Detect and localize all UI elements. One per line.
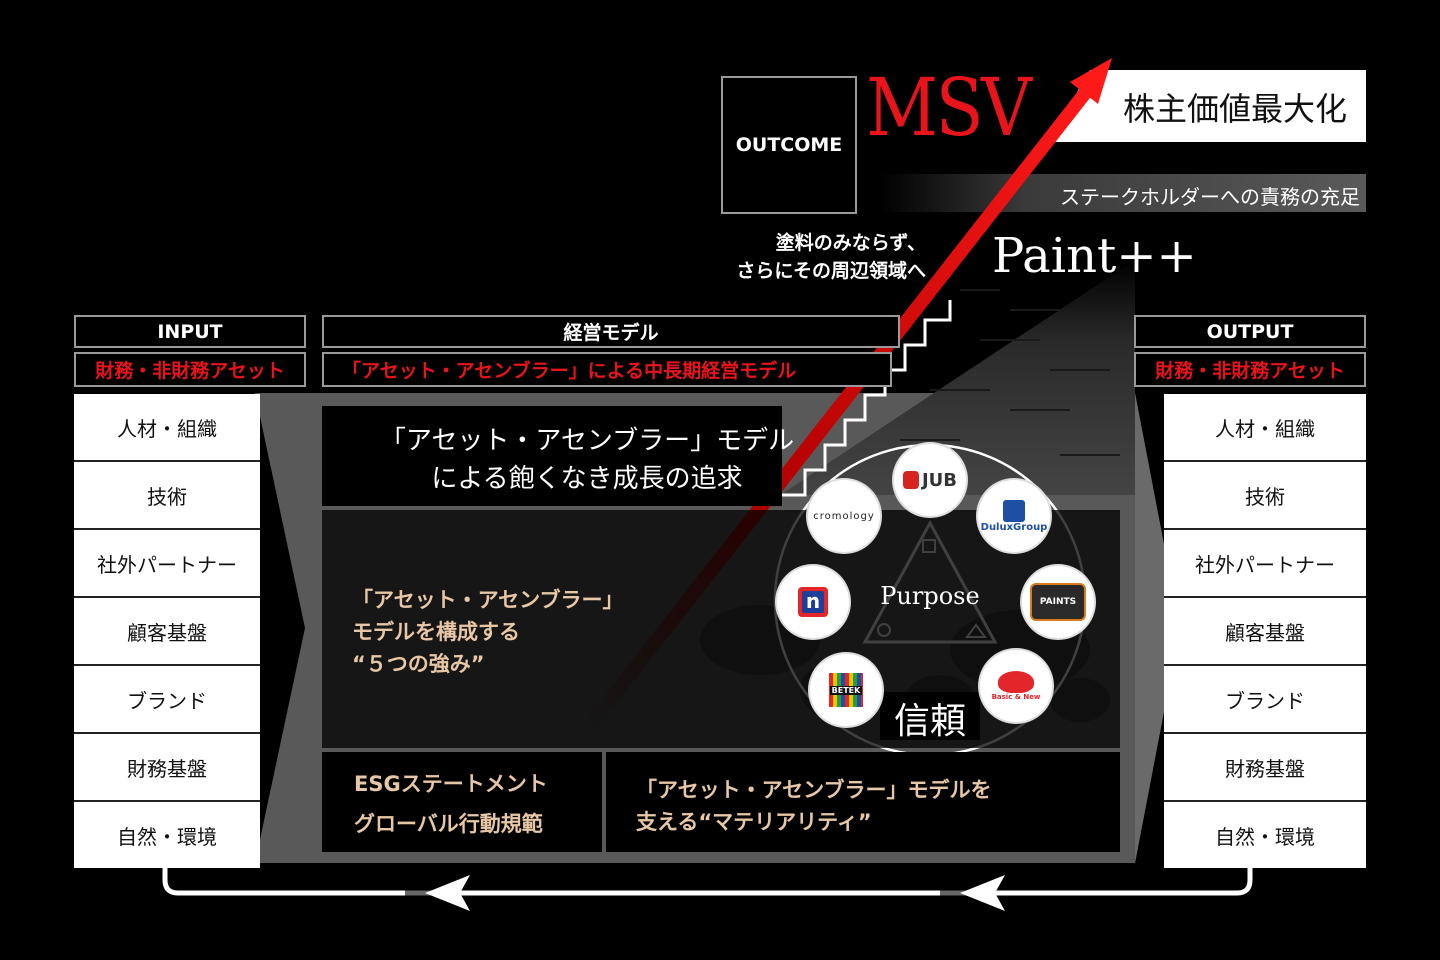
list-item: 財務基盤: [74, 734, 260, 802]
growth-text-1: 「アセット・アセンブラー」モデル: [379, 426, 795, 456]
strengths-text-2: モデルを構成する: [352, 620, 520, 644]
betek-mark-icon: BETEK: [829, 673, 863, 707]
basic-new-mark-icon: [998, 671, 1034, 693]
materiality-text-1: 「アセット・アセンブラー」モデルを: [636, 778, 992, 802]
list-item: 自然・環境: [74, 802, 260, 868]
growth-arrow-head: [1070, 58, 1112, 104]
esg-text-1: ESGステートメント: [354, 772, 548, 796]
staircase-steps: [780, 300, 952, 497]
paint-plus-title: Paint++: [992, 228, 1197, 284]
output-list: 人材・組織 技術 社外パートナー 顧客基盤 ブランド 財務基盤 自然・環境: [1164, 394, 1366, 868]
list-item: 顧客基盤: [74, 598, 260, 666]
list-item: 人材・組織: [1164, 394, 1366, 462]
outcome-box: [721, 76, 857, 214]
list-item: 社外パートナー: [1164, 530, 1366, 598]
model-subheader: 「アセット・アセンブラー」による中長期経営モデル: [322, 352, 892, 387]
staircase: [780, 260, 1135, 495]
msv-meaning: 株主価値最大化: [1122, 90, 1347, 128]
list-item: 技術: [1164, 462, 1366, 530]
basic-new-logo: Basic & New: [980, 650, 1052, 722]
list-item: 社外パートナー: [74, 530, 260, 598]
dunn-edwards-hex-icon: PAINTS: [1030, 583, 1086, 621]
nippon-mark-icon: n: [798, 587, 828, 617]
staircase-texture: [900, 289, 1120, 456]
esg-text-2: グローバル行動規範: [354, 812, 543, 836]
growth-panel: [322, 406, 782, 506]
input-list: 人材・組織 技術 社外パートナー 顧客基盤 ブランド 財務基盤 自然・環境: [74, 394, 260, 868]
stakeholder-bar: [880, 174, 1366, 212]
nippon-paint-logo: n: [777, 566, 849, 638]
list-item: ブランド: [74, 666, 260, 734]
purpose-label: Purpose: [880, 582, 980, 610]
list-item: 顧客基盤: [1164, 598, 1366, 666]
input-subheader: 財務・非財務アセット: [74, 352, 306, 387]
list-item: 自然・環境: [1164, 802, 1366, 868]
output-header: OUTPUT: [1134, 315, 1366, 348]
jub-logo: JUB: [894, 444, 966, 516]
betek-logo: BETEK: [810, 654, 882, 726]
outcome-label: OUTCOME: [735, 134, 843, 156]
materiality-panel: [606, 752, 1120, 852]
list-item: 技術: [74, 462, 260, 530]
stakeholder-text: ステークホルダーへの責務の充足: [1060, 185, 1360, 209]
duluxgroup-logo: DuluxGroup: [978, 480, 1050, 552]
dulux-mark-icon: [1003, 499, 1025, 522]
strengths-text-1: 「アセット・アセンブラー」: [352, 588, 624, 612]
materiality-text-2: 支える“マテリアリティ”: [636, 810, 872, 834]
jub-mark-icon: [902, 471, 919, 489]
loop-arrow-right: [960, 875, 1005, 911]
dunn-edwards-logo: PAINTS: [1022, 566, 1094, 638]
chevron-band-output-tip: [1135, 393, 1180, 863]
growth-text-2: による飽くなき成長の追求: [431, 464, 743, 494]
list-item: 人材・組織: [74, 394, 260, 462]
output-subheader: 財務・非財務アセット: [1134, 352, 1366, 387]
input-header: INPUT: [74, 315, 306, 348]
beyond-text-2: さらにその周辺領域へ: [736, 260, 926, 282]
list-item: 財務基盤: [1164, 734, 1366, 802]
loop-arrow-left: [425, 875, 470, 911]
msv-title: MSV: [866, 61, 1032, 154]
model-header: 経営モデル: [322, 315, 900, 348]
strengths-text-3: “５つの強み”: [352, 652, 485, 676]
list-item: ブランド: [1164, 666, 1366, 734]
beyond-text-1: 塗料のみならず、: [775, 232, 926, 254]
cromology-logo: cromology: [808, 480, 880, 552]
esg-panel: [322, 752, 602, 852]
trust-label: 信頼: [880, 692, 980, 742]
msv-banner: [1048, 70, 1366, 142]
feedback-loop: [162, 866, 1253, 896]
